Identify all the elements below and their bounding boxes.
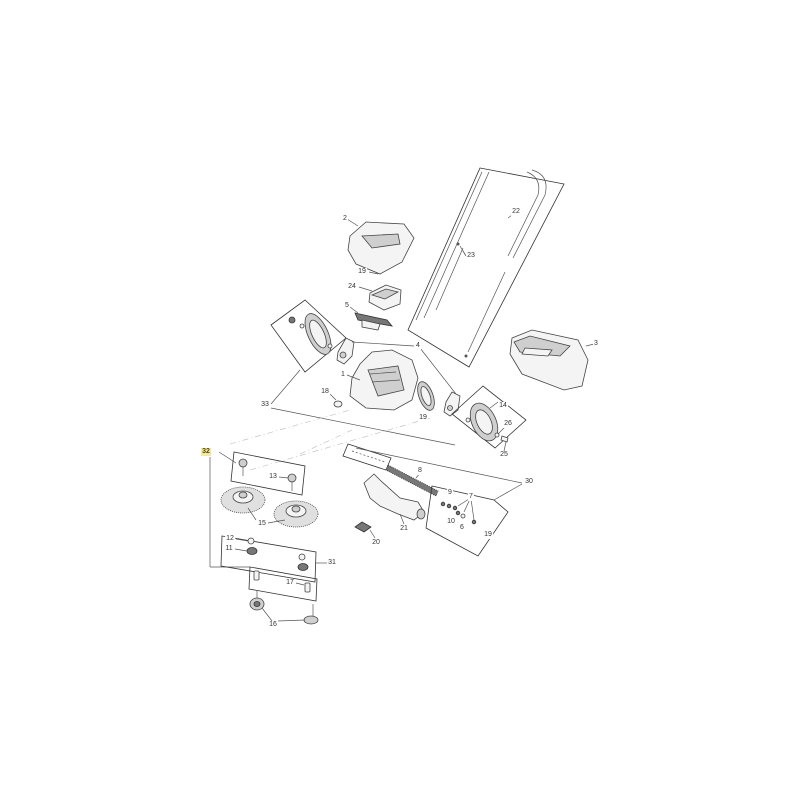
callout-part-32: 32: [201, 448, 211, 456]
callout-part-31: 31: [327, 559, 337, 567]
callout-part-13: 13: [268, 473, 278, 481]
part-bushing: [329, 393, 343, 408]
callout-part-20: 20: [371, 539, 381, 547]
part-brush-discs: [220, 486, 319, 528]
part-right-wheel-group: [451, 385, 527, 452]
part-battery-lid: [358, 271, 402, 311]
handle-assembly: [407, 167, 565, 368]
callout-part-11: 11: [224, 545, 234, 553]
part-left-wheel-group: [270, 299, 347, 373]
callout-part-22: 22: [511, 208, 521, 216]
part-chassis: [346, 349, 435, 411]
callout-part-10: 10: [446, 518, 456, 526]
callout-part-30: 30: [524, 478, 534, 486]
callout-part-6: 6: [459, 524, 465, 532]
spacer-group-box: [248, 566, 318, 602]
part-clip: [354, 521, 376, 539]
callout-part-24: 24: [347, 283, 357, 291]
callout-part-17: 17: [285, 579, 295, 587]
callout-part-8: 8: [417, 467, 423, 475]
part-top-cover: [346, 218, 415, 275]
shaft-parts-box: [342, 443, 392, 471]
callout-part-23: 23: [466, 252, 476, 260]
callout-part-3: 3: [593, 340, 599, 348]
callout-part-2: 2: [342, 215, 348, 223]
part-nut-group: [220, 535, 327, 583]
callout-part-7: 7: [468, 493, 474, 501]
callout-part-33: 33: [260, 401, 270, 409]
nut-group-box: [220, 535, 317, 583]
bolt-group-box: [230, 451, 306, 496]
part-shaft-kit: [342, 443, 523, 497]
callout-part-19a: 19: [357, 268, 367, 276]
callout-part-4: 4: [415, 342, 421, 350]
part-spacer-group: [248, 566, 318, 602]
callout-part-19b: 19: [418, 414, 428, 422]
callout-part-15: 15: [257, 520, 267, 528]
part-grass-box: [509, 329, 595, 391]
callout-part-19c: 19: [483, 531, 493, 539]
assembly-lines: [209, 369, 456, 568]
callout-part-5: 5: [344, 302, 350, 310]
callout-part-26: 26: [503, 420, 513, 428]
part-small-hardware-group: [425, 483, 523, 557]
callout-part-21: 21: [399, 525, 409, 533]
part-glides: [249, 590, 319, 625]
callout-part-1: 1: [340, 371, 346, 379]
callout-part-14: 14: [498, 402, 508, 410]
callout-part-25: 25: [499, 451, 509, 459]
part-height-adjuster-left: [336, 337, 415, 365]
part-bolt-group: [230, 451, 306, 496]
part-brush-strip: [349, 306, 394, 331]
part-housing: [363, 473, 426, 525]
small-hardware-box: [425, 485, 509, 557]
callout-part-16: 16: [268, 621, 278, 629]
callout-part-9: 9: [447, 489, 453, 497]
callout-part-18: 18: [320, 388, 330, 396]
callout-part-12: 12: [225, 535, 235, 543]
